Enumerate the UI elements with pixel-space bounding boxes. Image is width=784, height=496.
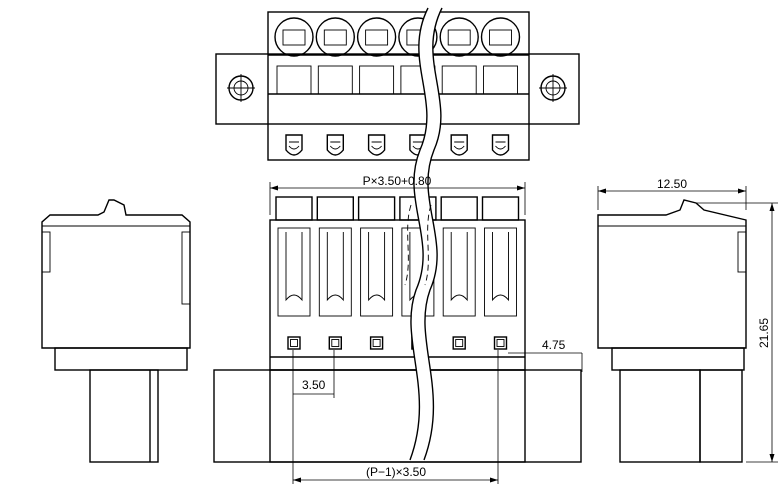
dim-total-width: P×3.50+0.80 — [269, 174, 526, 215]
dim-pitch-label: 3.50 — [302, 378, 326, 392]
screw-head — [356, 17, 397, 95]
top-screw-heads — [274, 17, 521, 95]
top-view — [215, 11, 580, 161]
dim-offset: 4.75 — [508, 338, 583, 372]
screw-head — [274, 17, 314, 95]
dim-total-width-label: P×3.50+0.80 — [363, 174, 432, 188]
wire-entry — [360, 227, 394, 317]
screw-head — [439, 17, 479, 95]
break-line — [404, 7, 443, 461]
wire-entry — [277, 227, 311, 317]
clamp-block — [440, 196, 478, 221]
clamp-block — [481, 196, 520, 221]
wire-entry — [484, 227, 517, 317]
pin-slot — [367, 134, 386, 156]
screw-head — [315, 17, 355, 95]
mounting-hole-right — [539, 74, 567, 102]
pin-slot — [285, 134, 303, 156]
test-port — [287, 336, 301, 350]
pin-slot — [326, 134, 344, 156]
mounting-hole-left — [227, 74, 255, 102]
dim-height: 21.65 — [696, 202, 778, 463]
pin-slot — [450, 134, 468, 156]
dim-offset-label: 4.75 — [542, 338, 566, 352]
wire-entry — [318, 227, 352, 317]
dim-height-label: 21.65 — [757, 318, 771, 348]
dim-span-label: (P−1)×3.50 — [366, 465, 426, 479]
front-test-ports — [287, 336, 508, 350]
test-port — [328, 336, 342, 350]
left-side-view — [41, 199, 191, 463]
dim-pitch: 3.50 — [292, 350, 335, 398]
dim-span: (P−1)×3.50 — [292, 350, 499, 484]
dim-depth-label: 12.50 — [657, 177, 687, 191]
clamp-block — [357, 196, 396, 221]
front-wire-entries — [277, 227, 517, 317]
screw-head — [480, 17, 521, 95]
test-port — [493, 336, 508, 350]
clamp-block — [275, 196, 313, 221]
test-port — [369, 336, 384, 350]
front-clamps — [275, 196, 520, 221]
test-port — [452, 336, 466, 350]
dim-depth: 12.50 — [597, 177, 747, 210]
right-side-view — [597, 199, 747, 463]
wire-entry — [442, 227, 476, 317]
top-pin-slots — [285, 134, 510, 156]
clamp-block — [316, 196, 354, 221]
pin-slot — [491, 134, 510, 156]
front-view — [213, 196, 582, 463]
